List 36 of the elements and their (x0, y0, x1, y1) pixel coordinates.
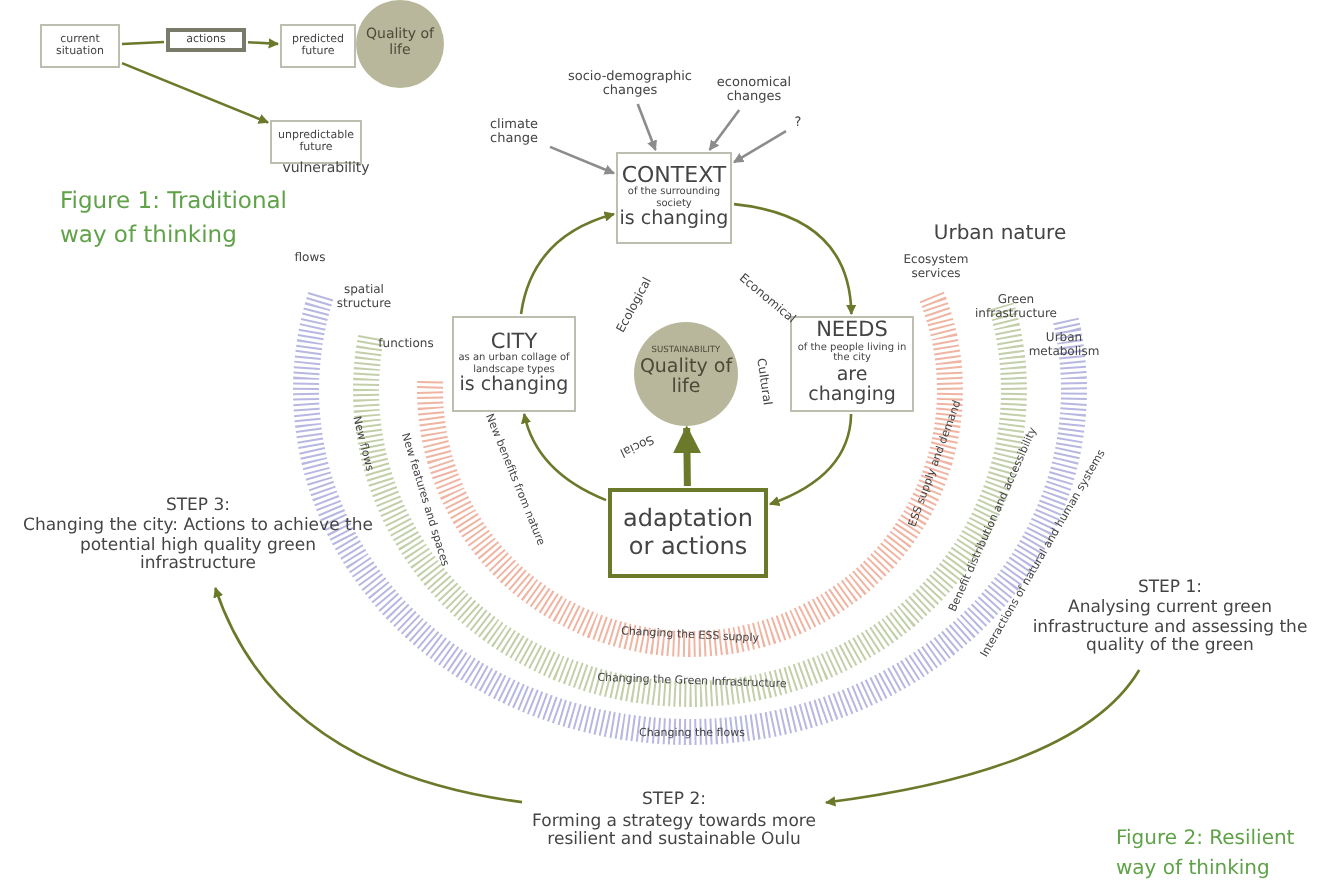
node-text: Quality of life (637, 357, 735, 400)
node-text: STEP 3: (165, 497, 231, 517)
arrow (708, 109, 741, 151)
node-text: NEEDS (816, 320, 888, 343)
arrow (519, 211, 615, 315)
arrow (247, 38, 280, 49)
figure-caption: Figure 1: Traditional way of thinking (60, 184, 289, 253)
process-box (166, 28, 246, 52)
figure-caption: Figure 2: Resilient way of thinking (1116, 826, 1297, 884)
arrow (733, 130, 787, 164)
arrow (521, 413, 607, 502)
node-text: CONTEXT (621, 164, 727, 189)
arrow (121, 61, 269, 124)
node-text: is changing (459, 376, 569, 397)
process-box (40, 24, 120, 68)
arrow (733, 202, 856, 316)
arrow (769, 413, 853, 506)
process-box (452, 316, 576, 412)
quality-circle (356, 0, 444, 88)
text-label: Urban nature (933, 223, 1067, 245)
arrow (673, 425, 701, 487)
node-text: STEP 1: (1137, 579, 1203, 599)
node-text: are changing (806, 365, 898, 408)
arrow (636, 103, 657, 151)
process-box (608, 488, 768, 578)
process-box (280, 24, 356, 68)
node-text: Forming a strategy towards more resilient and sustainable Oulu (530, 813, 818, 852)
node-text: is changing (619, 210, 729, 232)
node-text: Changing the city: Actions to achieve the potential high quality green infrastructure (21, 518, 375, 575)
node-text: CITY (490, 331, 538, 353)
arrow (213, 587, 523, 804)
node-text: STEP 2: (641, 792, 707, 812)
arrow (824, 669, 1141, 807)
arrow (549, 145, 615, 175)
process-box (616, 152, 732, 244)
node-text: adaptation or actions (621, 506, 755, 560)
